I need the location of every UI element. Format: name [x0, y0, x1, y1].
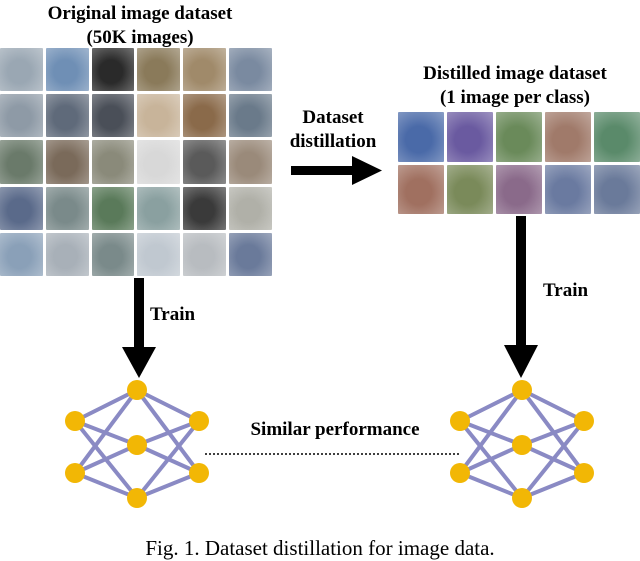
left-network-edge: [135, 419, 201, 500]
right-network-node: [512, 380, 532, 400]
original-image-tile: [45, 48, 89, 92]
distilled-image-tile: [398, 112, 444, 162]
original-image-tile: [45, 186, 89, 230]
original-image-tile: [229, 140, 272, 184]
right-network-node: [574, 411, 594, 431]
original-image-tile: [137, 48, 181, 92]
left-network-node: [189, 463, 209, 483]
original-image-tile: [229, 232, 272, 276]
left-network-edge: [136, 419, 200, 447]
left-network-node: [65, 463, 85, 483]
original-image-tile: [183, 48, 227, 92]
train-arrow-left-head: [122, 347, 156, 378]
right-network-edge: [459, 443, 523, 475]
distilled-image-tile: [447, 112, 493, 162]
left-network-node: [127, 380, 147, 400]
right-network-edge: [458, 388, 524, 475]
distillation-label: Dataset distillation: [278, 106, 388, 154]
distilled-image-grid: [398, 112, 640, 214]
left-network-edge: [136, 388, 200, 423]
original-image-tile: [137, 140, 181, 184]
similar-performance-label: Similar performance: [250, 419, 420, 440]
right-network-edge: [520, 419, 586, 500]
right-network-node: [512, 435, 532, 455]
distilled-title-line2: (1 image per class): [439, 87, 591, 108]
distilled-image-tile: [496, 112, 542, 162]
original-image-tile: [183, 186, 227, 230]
left-network-node: [65, 411, 85, 431]
original-image-grid: [0, 48, 272, 276]
right-network-edge: [521, 471, 585, 500]
distilled-image-tile: [398, 164, 444, 214]
original-image-tile: [229, 94, 272, 138]
original-image-tile: [229, 48, 272, 92]
original-image-tile: [91, 232, 135, 276]
right-network-edge: [459, 388, 523, 423]
original-image-tile: [45, 232, 89, 276]
train-arrow-right-head: [504, 345, 538, 378]
original-image-tile: [45, 140, 89, 184]
distilled-image-tile: [594, 112, 640, 162]
original-image-tile: [137, 232, 181, 276]
original-image-tile: [91, 186, 135, 230]
distilled-title-line1: Distilled image dataset: [423, 63, 607, 84]
original-image-tile: [137, 94, 181, 138]
original-dataset-title: Original image dataset (50K images): [0, 2, 280, 50]
train-arrow-left-shaft: [134, 278, 144, 350]
right-network-node: [512, 488, 532, 508]
original-image-tile: [91, 48, 135, 92]
distillation-arrow-shaft: [291, 166, 355, 175]
original-image-tile: [183, 232, 227, 276]
distilled-image-tile: [545, 164, 591, 214]
distilled-image-tile: [545, 112, 591, 162]
left-network-node: [127, 488, 147, 508]
arrows-layer: [122, 156, 538, 455]
original-title-line2: (50K images): [86, 27, 194, 48]
left-network-edge: [136, 471, 200, 500]
original-image-tile: [91, 140, 135, 184]
original-image-tile: [137, 186, 181, 230]
right-network-node: [450, 411, 470, 431]
left-network-node: [189, 411, 209, 431]
original-image-tile: [0, 140, 43, 184]
left-network-edge: [74, 471, 138, 500]
original-image-tile: [0, 48, 43, 92]
left-neural-network: [65, 380, 209, 508]
right-network-edge: [521, 388, 585, 423]
distilled-dataset-title: Distilled image dataset (1 image per cla…: [390, 62, 640, 110]
right-neural-network: [450, 380, 594, 508]
train-label-left: Train: [150, 304, 196, 325]
figure-caption: Fig. 1. Dataset distillation for image d…: [145, 536, 495, 560]
distilled-image-tile: [594, 164, 640, 214]
original-image-tile: [183, 140, 227, 184]
train-label-right: Train: [543, 280, 589, 301]
original-image-tile: [183, 94, 227, 138]
train-arrow-right-shaft: [516, 216, 526, 348]
right-network-node: [574, 463, 594, 483]
original-image-tile: [91, 94, 135, 138]
original-title-line1: Original image dataset: [47, 3, 233, 24]
distilled-image-tile: [496, 164, 542, 214]
distillation-label-line1: Dataset: [302, 107, 364, 128]
left-network-edge: [73, 388, 139, 475]
original-image-tile: [229, 186, 272, 230]
right-network-node: [450, 463, 470, 483]
left-network-edge: [74, 443, 138, 475]
original-image-tile: [0, 232, 43, 276]
distilled-image-tile: [447, 164, 493, 214]
right-network-edge: [459, 471, 523, 500]
right-network-edge: [521, 419, 585, 447]
original-image-tile: [0, 186, 43, 230]
neural-networks-layer: [65, 380, 594, 508]
distillation-arrow-head: [352, 156, 382, 185]
left-network-node: [127, 435, 147, 455]
original-image-tile: [45, 94, 89, 138]
distillation-label-line2: distillation: [289, 131, 377, 152]
original-image-tile: [0, 94, 43, 138]
left-network-edge: [74, 388, 138, 423]
